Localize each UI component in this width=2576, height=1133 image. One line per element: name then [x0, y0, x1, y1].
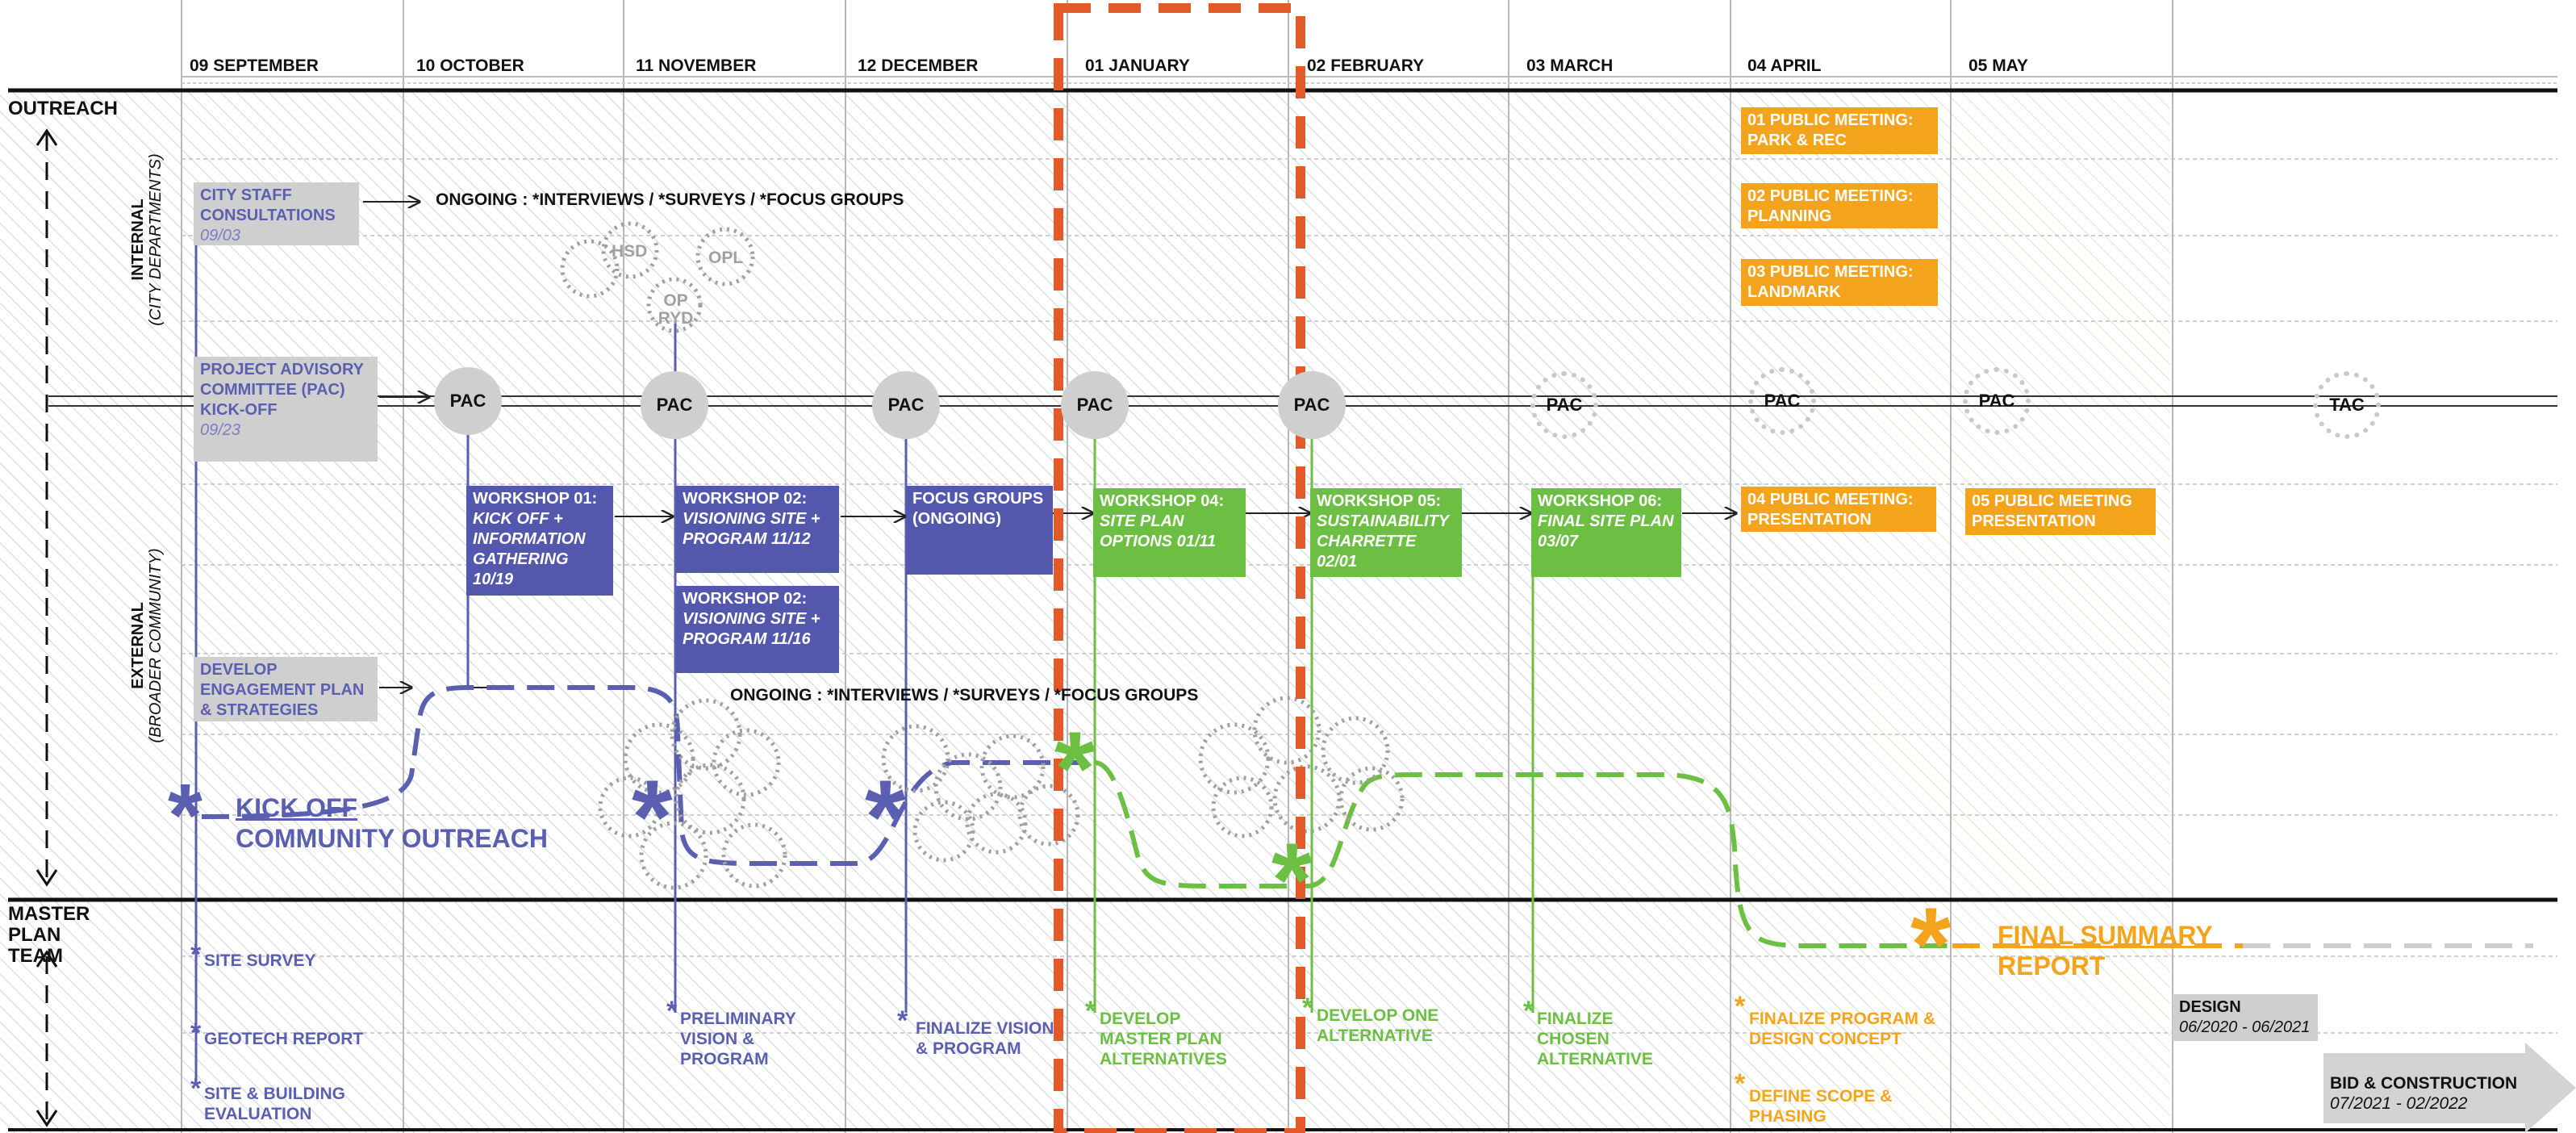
deliverable-site-survey: SITE SURVEY [204, 951, 316, 970]
asterisk-icon: * [1302, 993, 1313, 1023]
workshop-04: WORKSHOP 04:SITE PLAN OPTIONS 01/11 [1093, 488, 1246, 577]
engagement-plan-box: DEVELOP ENGAGEMENT PLAN & STRATEGIES [194, 657, 378, 721]
flow-green [1094, 760, 1952, 948]
pac-kickoff-box: PROJECT ADVISORY COMMITTEE (PAC) KICK-OF… [194, 357, 378, 462]
asterisk-icon: * [190, 939, 202, 970]
ongoing-external: ONGOING : *INTERVIEWS / *SURVEYS / *FOCU… [730, 686, 1199, 704]
hatch-left [0, 89, 182, 1133]
public-meeting-04: 04 PUBLIC MEETING: PRESENTATION [1741, 487, 1936, 532]
deliverable-site-building: SITE & BUILDING EVALUATION [204, 1085, 346, 1123]
flow-blue [201, 685, 1081, 866]
workshop-06: WORKSHOP 06:FINAL SITE PLAN 03/07 [1531, 488, 1681, 577]
month-dec: 12 DECEMBER [858, 56, 979, 75]
deliverable-prelim-vision: PRELIMINARY VISION & PROGRAM [680, 1010, 796, 1068]
asterisk-icon: * [1271, 821, 1313, 939]
deliverable-finalize-program: FINALIZE PROGRAM & DESIGN CONCEPT [1749, 1010, 1935, 1048]
section-outreach: OUTREACH [8, 98, 118, 119]
month-apr: 04 APRIL [1747, 56, 1822, 75]
ongoing-internal: ONGOING : *INTERVIEWS / *SURVEYS / *FOCU… [436, 190, 904, 209]
focus-groups: FOCUS GROUPS (ONGOING) [906, 486, 1053, 575]
public-meeting-05: 05 PUBLIC MEETING PRESENTATION [1965, 488, 2156, 535]
month-sep: 09 SEPTEMBER [190, 56, 319, 75]
public-meeting-01: 01 PUBLIC MEETING: PARK & REC [1741, 107, 1938, 154]
public-meeting-03: 03 PUBLIC MEETING: LANDMARK [1741, 259, 1938, 306]
deliverable-define-scope: DEFINE SCOPE & PHASING [1749, 1087, 1893, 1126]
hatch-main [182, 89, 1868, 1133]
pac-node-nov: PAC [641, 371, 708, 439]
asterisk-icon: * [190, 1018, 202, 1048]
asterisk-icon: * [190, 1073, 202, 1104]
deliverable-develop-one: DEVELOP ONE ALTERNATIVE [1317, 1006, 1439, 1045]
label-internal: INTERNAL(CITY DEPARTMENTS) [129, 153, 165, 326]
asterisk-icon: * [1054, 709, 1096, 827]
public-meeting-02: 02 PUBLIC MEETING: PLANNING [1741, 183, 1938, 228]
pac-node-mar: PAC [1530, 371, 1598, 439]
cluster-op-ryd: OP RYD [658, 291, 694, 328]
asterisk-icon: * [1910, 885, 1952, 1003]
pac-node-dec: PAC [872, 371, 940, 439]
asterisk-icon: * [1523, 996, 1534, 1026]
workshop-01: WORKSHOP 01:KICK OFF + INFORMATION GATHE… [466, 486, 613, 596]
asterisk-icon: * [897, 1005, 908, 1036]
pac-node-feb: PAC [1278, 371, 1346, 439]
section-team: MASTER PLAN TEAM [8, 903, 90, 967]
deliverable-finalize-vision: FINALIZE VISION & PROGRAM [916, 1019, 1054, 1058]
asterisk-icon: * [1735, 1068, 1746, 1099]
month-oct: 10 OCTOBER [416, 56, 524, 75]
month-feb: 02 FEBRUARY [1307, 56, 1425, 75]
label-external: EXTERNAL(BROADER COMMUNITY) [129, 548, 165, 743]
cluster-opl: OPL [708, 249, 744, 267]
workshop-02b: WORKSHOP 02:VISIONING SITE + PROGRAM 11/… [676, 586, 839, 673]
asterisk-icon: * [168, 766, 202, 865]
month-jan: 01 JANUARY [1085, 56, 1190, 75]
deliverable-geotech: GEOTECH REPORT [204, 1030, 364, 1048]
workshop-05: WORKSHOP 05:SUSTAINABILITY CHARRETTE 02/… [1310, 488, 1462, 577]
construction-arrow [2323, 1043, 2576, 1133]
deliverable-develop-alts: DEVELOP MASTER PLAN ALTERNATIVES [1100, 1010, 1227, 1068]
engagement-clusters [560, 221, 1405, 890]
workshop-02a: WORKSHOP 02:VISIONING SITE + PROGRAM 11/… [676, 486, 839, 573]
pac-node-oct: PAC [434, 367, 502, 435]
asterisk-icon: * [666, 996, 678, 1026]
month-gridlines [181, 0, 2173, 1133]
pac-node-may: PAC [1963, 367, 2031, 435]
pac-node-jan: PAC [1061, 371, 1129, 439]
asterisk-icon: * [865, 758, 906, 876]
deliverable-finalize-chosen: FINALIZE CHOSEN ALTERNATIVE [1537, 1010, 1653, 1068]
asterisk-icon: * [632, 758, 673, 876]
month-may: 05 MAY [1969, 56, 2028, 75]
month-mar: 03 MARCH [1526, 56, 1614, 75]
month-nov: 11 NOVEMBER [636, 56, 757, 75]
cluster-hsd: HSD [612, 242, 648, 261]
tac-node: TAC [2313, 371, 2381, 439]
asterisk-icon: * [1735, 991, 1746, 1022]
asterisk-icon: * [1085, 996, 1096, 1026]
pac-node-apr: PAC [1748, 367, 1816, 435]
winter-highlight [1054, 3, 1305, 1133]
